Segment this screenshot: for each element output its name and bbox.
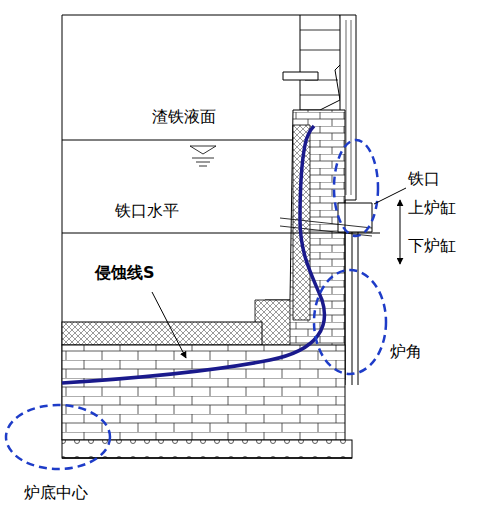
bottom-center-label: 炉底中心 [24, 484, 88, 502]
upper-hearth-label: 上炉缸 [408, 199, 456, 217]
lower-hearth-label: 下炉缸 [408, 237, 456, 255]
taphole-level-label: 铁口水平 [115, 202, 179, 220]
taphole-label: 铁口 [408, 170, 440, 188]
liquid-level-label: 渣铁液面 [152, 108, 216, 126]
hearth-corner-label: 炉角 [390, 343, 422, 361]
erosion-line-label: 侵蚀线S [95, 264, 155, 282]
